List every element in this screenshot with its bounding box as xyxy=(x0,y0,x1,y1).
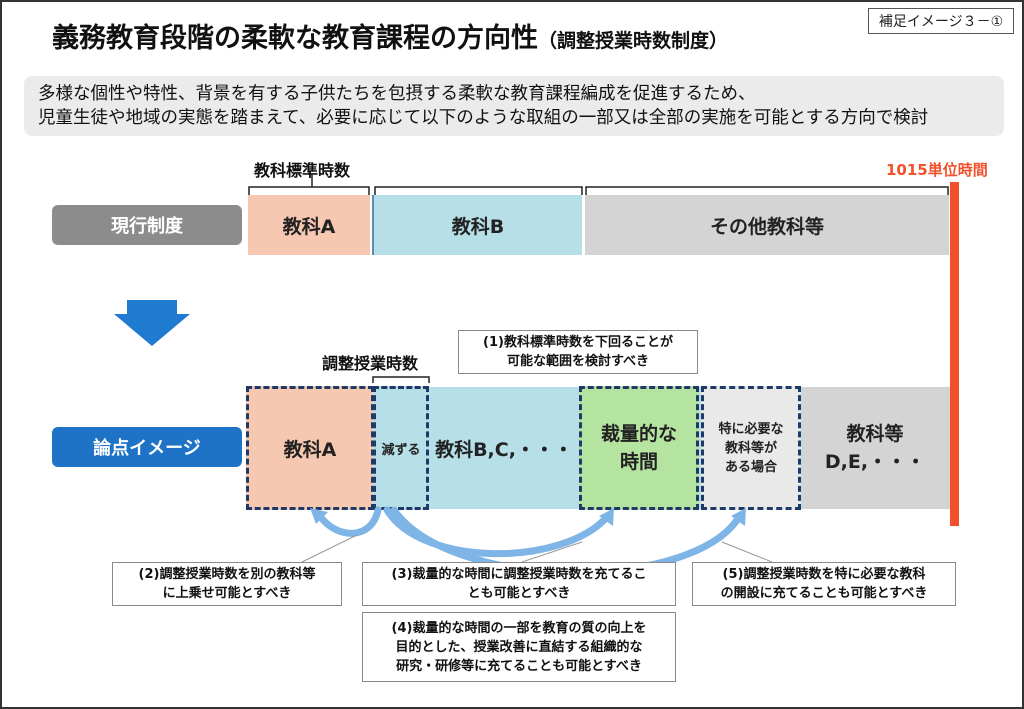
arrowhead-icon xyxy=(310,508,328,524)
bracket-subject-b xyxy=(374,186,583,195)
page-title: 義務教育段階の柔軟な教育課程の方向性（調整授業時数制度） xyxy=(52,16,728,55)
callout-3-line-2: とも可能とすべき xyxy=(467,586,571,601)
callout-4-line-3: 研究・研修等に充てることも可能とすべき xyxy=(396,658,642,674)
new-block-subject-a: 教科A xyxy=(246,386,374,510)
callout-1: (1)教科標準時数を下回ることが 可能な範囲を検討すべき xyxy=(458,330,698,374)
bracket-adjust xyxy=(372,376,430,383)
special-line-1: 特に必要な xyxy=(718,421,784,437)
new-row-background-other xyxy=(802,387,950,509)
label-new-image: 論点イメージ xyxy=(52,427,242,467)
subject-de-line-1: 教科等 xyxy=(846,423,904,445)
new-block-special: 特に必要な 教科等が ある場合 xyxy=(701,386,801,510)
curved-arrow-icon xyxy=(316,506,382,537)
leader-line-2 xyxy=(301,534,358,563)
special-line-3: ある場合 xyxy=(724,459,777,475)
page-title-sub: （調整授業時数制度） xyxy=(538,30,729,52)
callout-2-line-2: に上乗せ可能とすべき xyxy=(162,586,292,601)
hours-limit-line xyxy=(950,182,959,526)
callout-3: (3)裁量的な時間に調整授業時数を充てるこ とも可能とすべき xyxy=(362,562,676,606)
current-block-subject-b: 教科B xyxy=(372,195,582,255)
page-tag: 補足イメージ３－① xyxy=(868,8,1014,34)
bracket-other xyxy=(585,186,949,195)
new-block-discretionary: 裁量的な 時間 xyxy=(579,386,699,510)
page-title-main: 義務教育段階の柔軟な教育課程の方向性 xyxy=(52,23,538,54)
callout-2: (2)調整授業時数を別の教科等 に上乗せ可能とすべき xyxy=(112,562,342,606)
lead-text-box: 多様な個性や特性、背景を有する子供たちを包摂する柔軟な教育課程編成を促進するため… xyxy=(24,76,1004,136)
bracket-subject-a xyxy=(248,186,370,195)
label-current-system: 現行制度 xyxy=(52,205,242,245)
callout-1-line-2: 可能な範囲を検討すべき xyxy=(506,354,650,369)
subject-de-line-2: D,E,・・・ xyxy=(824,451,926,473)
arrowhead-icon xyxy=(731,508,746,526)
callout-2-line-1: (2)調整授業時数を別の教科等 xyxy=(138,567,316,582)
discretionary-line-1: 裁量的な xyxy=(600,423,677,445)
down-arrow-icon xyxy=(114,300,190,346)
current-block-other: その他教科等 xyxy=(585,195,949,255)
callout-3-line-1: (3)裁量的な時間に調整授業時数を充てるこ xyxy=(391,567,647,582)
lead-line-2: 児童生徒や地域の実態を踏まえて、必要に応じて以下のような取組の一部又は全部の実施… xyxy=(38,108,929,128)
new-block-subject-de: 教科等 D,E,・・・ xyxy=(802,387,948,509)
callout-4-line-1: (4)裁量的な時間の一部を教育の質の向上を xyxy=(391,620,647,636)
leader-line-3 xyxy=(521,541,583,563)
callout-1-line-1: (1)教科標準時数を下回ることが xyxy=(483,335,673,350)
callout-5-line-2: の開設に充てることも可能とすべき xyxy=(720,586,928,601)
new-block-reduce: 減ずる xyxy=(373,386,429,510)
curved-arrow-icon xyxy=(383,506,611,558)
arrowhead-icon xyxy=(599,508,614,526)
lead-line-1: 多様な個性や特性、背景を有する子供たちを包摂する柔軟な教育課程編成を促進するため… xyxy=(38,84,756,104)
new-block-subject-bc: 教科B,C,・・・ xyxy=(430,387,578,509)
callout-4: (4)裁量的な時間の一部を教育の質の向上を 目的とした、授業改善に直結する組織的… xyxy=(362,612,676,682)
callout-5-line-1: (5)調整授業時数を特に必要な教科 xyxy=(722,567,926,582)
discretionary-line-2: 時間 xyxy=(619,451,658,473)
callout-4-line-2: 目的とした、授業改善に直結する組織的な xyxy=(395,639,643,655)
adjust-hours-label: 調整授業時数 xyxy=(322,354,419,373)
callout-5: (5)調整授業時数を特に必要な教科 の開設に充てることも可能とすべき xyxy=(692,562,956,606)
current-block-subject-a: 教科A xyxy=(248,195,370,255)
leader-line-5 xyxy=(721,541,773,563)
unit-hours-label: 1015単位時間 xyxy=(886,161,988,179)
special-line-2: 教科等が xyxy=(724,440,777,456)
standard-hours-label: 教科標準時数 xyxy=(254,161,351,180)
